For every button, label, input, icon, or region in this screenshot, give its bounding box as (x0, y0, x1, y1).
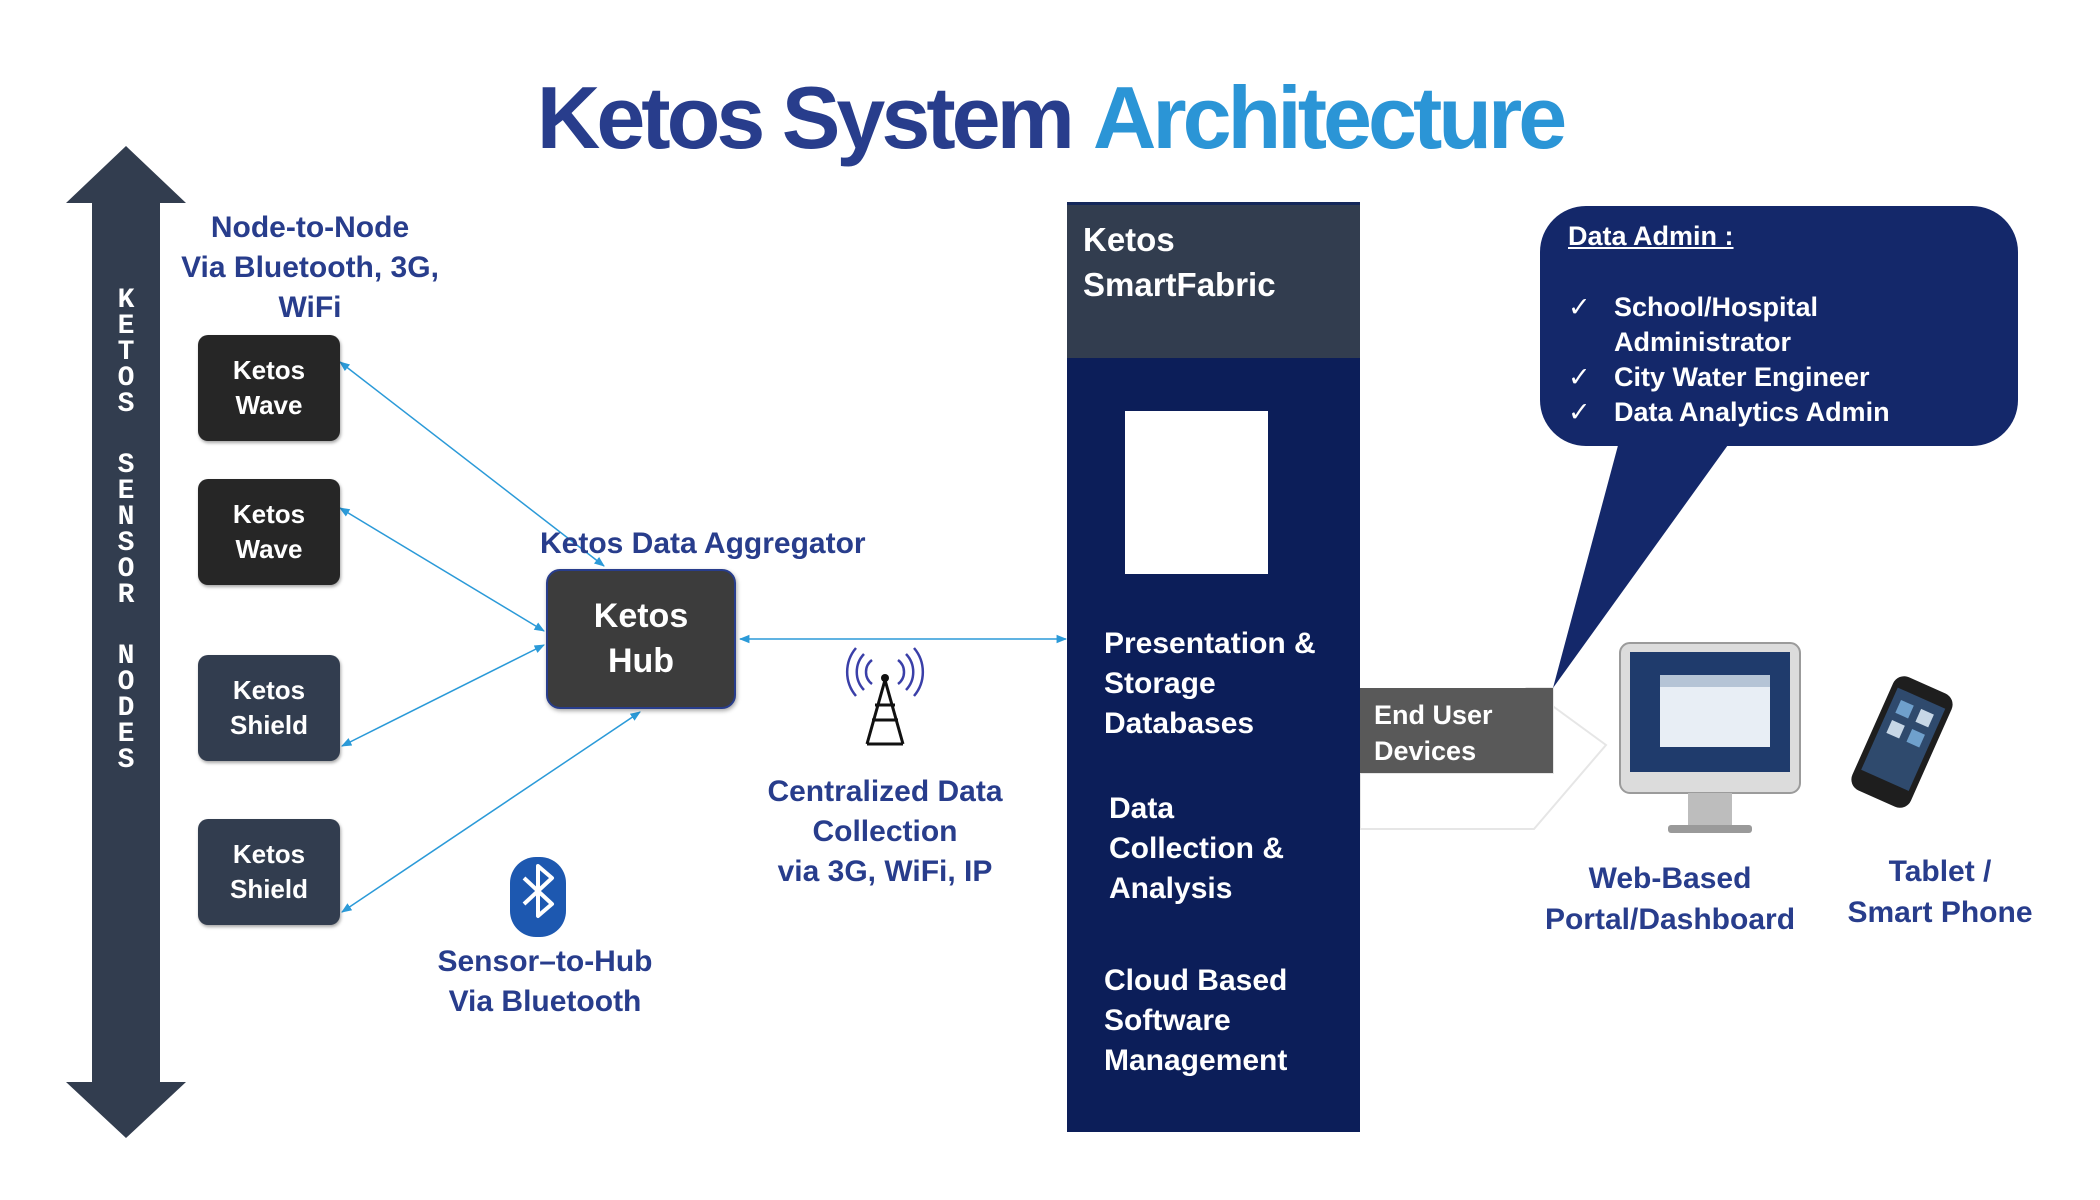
node-label-line-1: Ketos (232, 355, 306, 385)
centralized-line-2: Collection (812, 815, 958, 848)
node-label-line-2: Shield (229, 710, 308, 740)
fabric-item-line: Cloud Based (1104, 964, 1288, 997)
callout-item-city-water: ✓ City Water Engineer (1568, 360, 1914, 395)
end-user-pointer (1359, 687, 1608, 830)
node-label-line-1: Ketos (232, 675, 306, 705)
node-to-node-line-1: Node-to-Node (210, 211, 410, 244)
fabric-item-line: Analysis (1109, 872, 1233, 905)
fabric-item-line: Management (1104, 1044, 1288, 1077)
node-label-line-2: Wave (235, 390, 303, 420)
hub-label-line-2: Hub (607, 642, 675, 680)
hub-label-line-1: Ketos (593, 597, 689, 635)
callout-title: Data Admin : (1568, 221, 1734, 251)
connector-shield-1-hub (341, 644, 545, 747)
axis-letter: E (117, 311, 135, 342)
axis-letter: N (117, 641, 135, 672)
axis-letter: N (117, 502, 135, 533)
sensor-to-hub-line-2: Via Bluetooth (448, 985, 642, 1018)
axis-letter: S (117, 528, 135, 559)
title-part-1: Ketos System (536, 68, 1075, 167)
centralized-collection-label: Centralized Data Collection via 3G, WiFi… (740, 772, 1030, 892)
smartfabric-header-line-2: SmartFabric (1083, 266, 1276, 303)
axis-letter: E (117, 719, 135, 750)
fabric-item-line: Collection & (1109, 832, 1285, 865)
title-part-2: Architecture (1092, 68, 1567, 167)
axis-letter: T (117, 337, 135, 368)
fabric-item-line: Data (1109, 792, 1175, 825)
axis-letter: O (117, 667, 135, 698)
node-label-line-1: Ketos (232, 839, 306, 869)
data-admin-callout (1540, 206, 2018, 446)
fabric-item-line: Databases (1104, 707, 1255, 740)
axis-letter: O (117, 363, 135, 394)
axis-letter: S (117, 450, 135, 481)
fabric-item-data-collection: Data Collection & Analysis (1109, 789, 1354, 909)
fabric-item-line: Software (1104, 1004, 1231, 1037)
ketos-hub: Ketos Hub (546, 569, 736, 709)
axis-letter: O (117, 554, 135, 585)
centralized-line-3: via 3G, WiFi, IP (777, 855, 993, 888)
connector-shield-2-hub (341, 711, 641, 913)
node-label-line-2: Shield (229, 874, 308, 904)
sensor-to-hub-line-1: Sensor–to-Hub (437, 945, 653, 978)
end-user-line-1: End User (1374, 700, 1493, 730)
end-user-devices-label: End User Devices (1360, 688, 1553, 773)
node-ketos-wave-1: Ketos Wave (198, 335, 340, 441)
checkmark-icon: ✓ (1568, 292, 1591, 322)
centralized-line-1: Centralized Data (767, 775, 1003, 808)
database-tile (1125, 411, 1268, 574)
sensor-nodes-double-arrow (66, 146, 186, 1138)
fabric-item-line: Presentation & (1104, 627, 1316, 660)
web-portal-label: Web-Based Portal/Dashboard (1520, 858, 1820, 940)
desktop-monitor-icon (1619, 642, 1801, 833)
callout-item-analytics: ✓ Data Analytics Admin (1568, 395, 1914, 430)
fabric-item-presentation-storage: Presentation & Storage Databases (1104, 624, 1354, 744)
node-to-node-line-2: Via Bluetooth, 3G, (181, 251, 439, 284)
node-ketos-wave-2: Ketos Wave (198, 479, 340, 585)
node-ketos-shield-2: Ketos Shield (198, 819, 340, 925)
checkmark-icon: ✓ (1568, 397, 1591, 427)
callout-item-school-hospital: ✓ School/Hospital Administrator (1568, 290, 1914, 360)
checkmark-icon: ✓ (1568, 362, 1591, 392)
end-user-line-2: Devices (1374, 736, 1477, 766)
bluetooth-icon (510, 857, 566, 937)
aggregator-label: Ketos Data Aggregator (540, 527, 866, 560)
diagram-title: Ketos System Architecture (0, 58, 2100, 178)
web-portal-line-2: Portal/Dashboard (1544, 903, 1796, 936)
axis-letter: S (117, 389, 135, 420)
callout-item-text: School/Hospital Administrator (1614, 292, 1819, 357)
connector-wave-1-hub (339, 361, 605, 567)
node-to-node-label: Node-to-Node Via Bluetooth, 3G, WiFi (150, 208, 470, 328)
node-ketos-shield-1: Ketos Shield (198, 655, 340, 761)
fabric-item-cloud-software: Cloud Based Software Management (1104, 961, 1354, 1081)
smartfabric-header-line-1: Ketos (1083, 221, 1175, 258)
axis-letter: E (117, 476, 135, 507)
mobile-device-label: Tablet / Smart Phone (1820, 851, 2060, 933)
node-label-line-1: Ketos (232, 499, 306, 529)
web-portal-line-1: Web-Based (1588, 862, 1752, 895)
mobile-line-1: Tablet / (1888, 855, 1992, 888)
axis-letter: D (117, 693, 135, 724)
mobile-line-2: Smart Phone (1847, 896, 2033, 929)
callout-tail (1553, 438, 1733, 688)
smartphone-icon (1851, 676, 1953, 808)
axis-letter: S (117, 745, 135, 776)
sensor-to-hub-label: Sensor–to-Hub Via Bluetooth (410, 942, 680, 1022)
node-to-node-line-3: WiFi (278, 291, 342, 324)
node-label-line-2: Wave (235, 534, 303, 564)
callout-item-text: Data Analytics Admin (1614, 397, 1890, 427)
fabric-item-line: Storage (1104, 667, 1216, 700)
connector-wave-2-hub (339, 507, 545, 632)
smartfabric-header: Ketos SmartFabric (1067, 202, 1360, 358)
callout-item-text: City Water Engineer (1614, 362, 1870, 392)
sensor-nodes-axis-label: KETOSKETOSSENSORSENSORNODESNODES (98, 285, 154, 998)
axis-letter: R (117, 580, 135, 611)
radio-tower-icon (845, 647, 925, 746)
axis-letter: K (117, 285, 135, 316)
